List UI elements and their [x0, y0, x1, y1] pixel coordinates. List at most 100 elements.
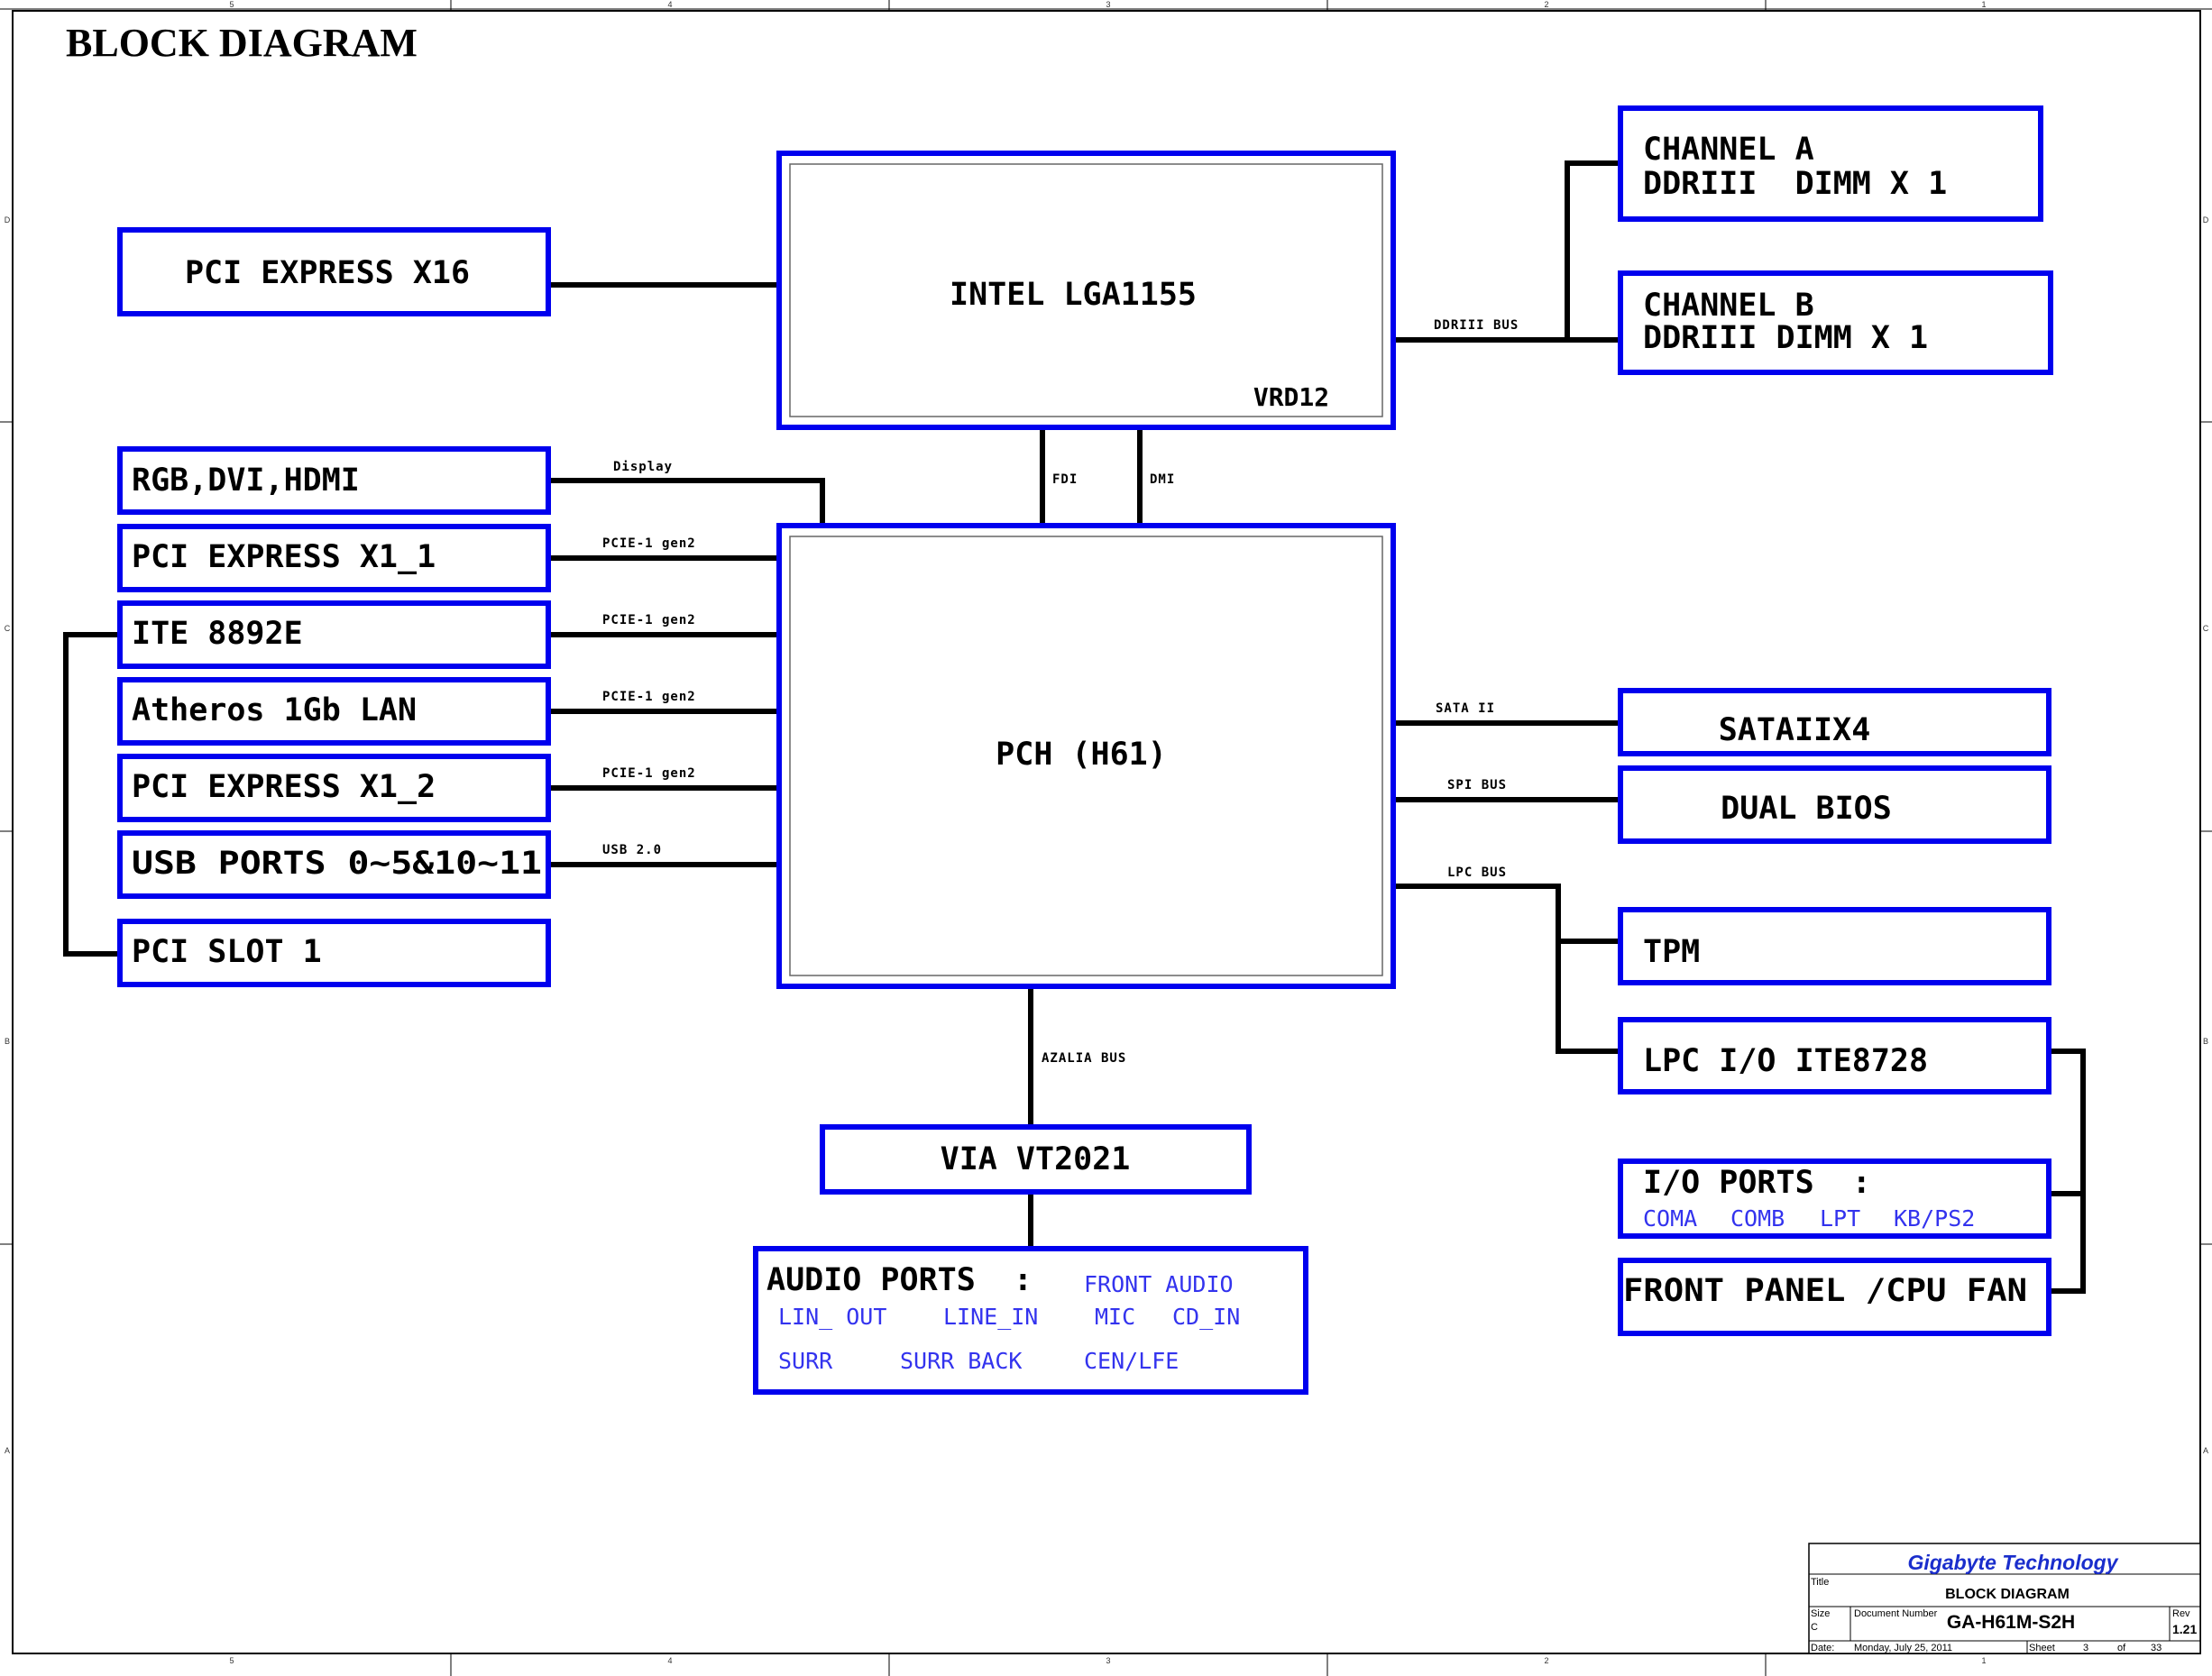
channel-a-block: [1618, 105, 2043, 222]
zone-row-label: A: [5, 1446, 10, 1455]
size-field-label: Size: [1811, 1608, 1830, 1619]
bus-label-fdi: FDI: [1052, 472, 1078, 487]
sheet-field-label: Sheet: [2029, 1643, 2055, 1653]
tpm-label: TPM: [1643, 934, 1700, 970]
zone-col-label: 5: [229, 0, 234, 9]
sata-block: [1618, 688, 2051, 756]
zone-row-label: D: [2203, 215, 2209, 224]
wires: [63, 160, 2086, 1294]
rev-field-value: 1.21: [2172, 1622, 2197, 1636]
frontpanel-block: [1618, 1258, 2051, 1336]
bus-label-azalia: AZALIA BUS: [1042, 1051, 1126, 1066]
audio-port: LINE_IN: [943, 1304, 1038, 1330]
zone-col-label: 3: [1106, 0, 1110, 9]
bios-label: DUAL BIOS: [1721, 791, 1892, 827]
ite8892-label: ITE 8892E: [132, 616, 303, 652]
cpu-label: INTEL LGA1155: [950, 277, 1197, 313]
cpu-inner-frame: [789, 163, 1383, 417]
ioports-item: KB/PS2: [1894, 1205, 1975, 1232]
zone-col-label: 4: [667, 0, 672, 9]
sheet-total-value: 33: [2151, 1643, 2162, 1653]
audio-port: MIC: [1095, 1304, 1135, 1330]
wire-display: [548, 478, 825, 526]
usb-label: USB PORTS 0~5&10~11: [132, 846, 542, 882]
bios-block: [1618, 765, 2051, 844]
audio-port: SURR BACK: [900, 1348, 1022, 1374]
audio-port: CD_IN: [1172, 1304, 1240, 1330]
ioports-item: COMB: [1730, 1205, 1785, 1232]
zone-row-label: B: [5, 1037, 10, 1046]
zone-row-label: A: [2203, 1446, 2208, 1455]
zone-col-label: 1: [1981, 0, 1986, 9]
audio-port: CEN/LFE: [1084, 1348, 1179, 1374]
wire-ddr-channel-a: [1565, 160, 1620, 340]
page-title: BLOCK DIAGRAM: [66, 21, 418, 65]
bus-label-pcie: PCIE-1 gen2: [602, 766, 696, 781]
pch-label: PCH (H61): [996, 737, 1167, 773]
cpu-vrd-label: VRD12: [1253, 382, 1329, 412]
audio-front: FRONT AUDIO: [1084, 1271, 1234, 1297]
via-label: VIA VT2021: [941, 1141, 1131, 1177]
bus-label-spi: SPI BUS: [1447, 778, 1507, 792]
bus-label-pcie: PCIE-1 gen2: [602, 613, 696, 627]
atheros-label: Atheros 1Gb LAN: [132, 692, 417, 728]
pch-block: [776, 523, 1396, 989]
channel-b-line2: DDRIII DIMM X 1: [1643, 320, 1928, 356]
pcie12-block: [117, 754, 551, 822]
company-name: Gigabyte Technology: [1907, 1551, 2118, 1574]
atheros-block: [117, 677, 551, 746]
wire-lpc-lpcio: [1393, 884, 1620, 1054]
sata-label: SATAIIX4: [1719, 712, 1871, 748]
title-field-value: BLOCK DIAGRAM: [1945, 1587, 2070, 1602]
blocks: [117, 105, 2053, 1395]
via-block: [820, 1124, 1252, 1195]
zone-row-label: C: [5, 624, 11, 633]
lpcio-block: [1618, 1017, 2051, 1094]
zone-col-label: 1: [1981, 1656, 1986, 1665]
bus-label-usb: USB 2.0: [602, 843, 662, 857]
rgb-block: [117, 446, 551, 515]
ioports-block: [1618, 1159, 2051, 1239]
frontpanel-label: FRONT PANEL /CPU FAN: [1623, 1273, 2027, 1309]
audio-label: AUDIO PORTS :: [766, 1262, 1033, 1298]
wire-lpcio-frontpanel: [2049, 1049, 2086, 1294]
title-field-label: Title: [1811, 1577, 1829, 1588]
bus-label-pcie: PCIE-1 gen2: [602, 536, 696, 551]
usb-block: [117, 830, 551, 899]
pcie12-label: PCI EXPRESS X1_2: [132, 769, 436, 805]
channel-a-line2: DDRIII DIMM X 1: [1643, 166, 1947, 202]
sheet-of-label: of: [2117, 1643, 2126, 1653]
pcislot-label: PCI SLOT 1: [132, 934, 322, 970]
size-field-value: C: [1811, 1622, 1818, 1633]
ioports-item: COMA: [1643, 1205, 1697, 1232]
channel-b-block: [1618, 270, 2053, 375]
bus-label-ddr: DDRIII BUS: [1434, 318, 1519, 333]
rev-field-label: Rev: [2172, 1608, 2190, 1619]
pcislot-block: [117, 919, 551, 987]
pcie11-label: PCI EXPRESS X1_1: [132, 539, 436, 575]
pch-inner-frame: [789, 536, 1383, 976]
zone-col-label: 5: [229, 1656, 234, 1665]
audio-port: LIN_ OUT: [778, 1304, 886, 1330]
zone-row-label: D: [5, 215, 11, 224]
zone-row-label: B: [2203, 1037, 2208, 1046]
rgb-label: RGB,DVI,HDMI: [132, 463, 360, 499]
ite8892-block: [117, 600, 551, 669]
lpcio-label: LPC I/O ITE8728: [1643, 1043, 1928, 1079]
cpu-block: [776, 151, 1396, 430]
zone-col-label: 2: [1544, 0, 1548, 9]
zone-col-label: 2: [1544, 1656, 1548, 1665]
bus-label-display: Display: [613, 460, 673, 474]
ioports-item: LPT: [1820, 1205, 1860, 1232]
ioports-label: I/O PORTS :: [1643, 1165, 1871, 1201]
audio-block: [753, 1246, 1308, 1395]
audio-port: SURR: [778, 1348, 833, 1374]
zone-col-label: 3: [1106, 1656, 1110, 1665]
document-number-label: Document Number: [1854, 1608, 1938, 1619]
bus-label-lpc: LPC BUS: [1447, 865, 1507, 880]
title-block: Gigabyte Technology Title BLOCK DIAGRAM …: [1808, 1543, 2201, 1654]
pcie16-label: PCI EXPRESS X16: [185, 255, 470, 291]
date-field-label: Date:: [1811, 1643, 1834, 1653]
